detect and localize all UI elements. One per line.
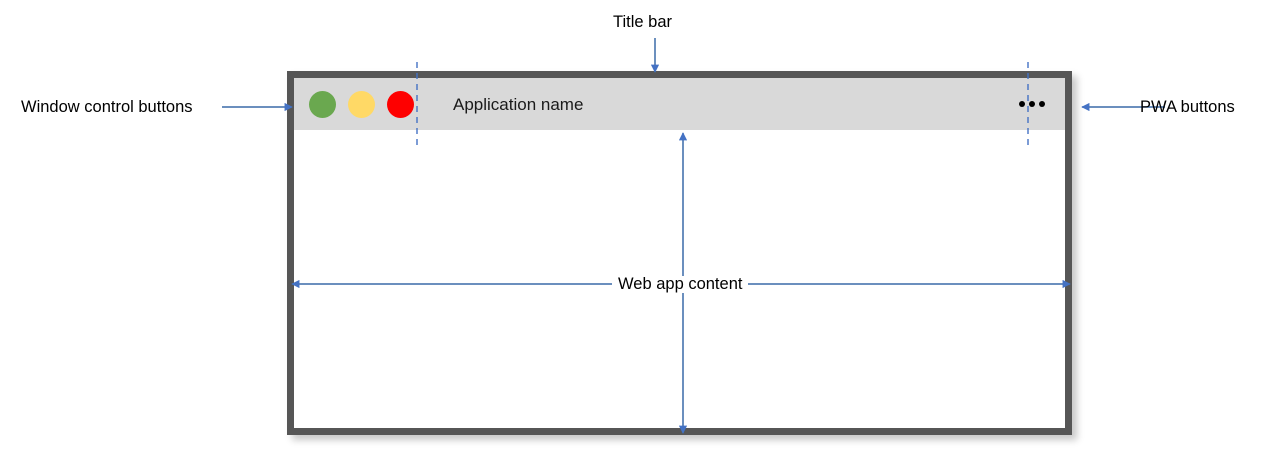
title-bar: Application name bbox=[294, 78, 1065, 130]
annotation-label-web-app-content: Web app content bbox=[612, 276, 749, 293]
three-dots-horizontal-icon-dot-2 bbox=[1029, 101, 1035, 107]
three-dots-horizontal-icon-dot-1 bbox=[1019, 101, 1025, 107]
three-dots-horizontal-icon-dot-3 bbox=[1039, 101, 1045, 107]
pwa-buttons-menu[interactable] bbox=[1019, 101, 1045, 107]
annotation-label-pwa-buttons: PWA buttons bbox=[1140, 98, 1235, 116]
maximize-button-circle[interactable] bbox=[348, 90, 375, 118]
application-window: Application name bbox=[287, 71, 1072, 435]
minimize-button-circle[interactable] bbox=[309, 90, 336, 118]
close-button-circle[interactable] bbox=[387, 90, 414, 118]
application-name-label: Application name bbox=[453, 94, 584, 114]
annotation-label-title-bar: Title bar bbox=[613, 13, 672, 31]
annotation-label-window-control-buttons: Window control buttons bbox=[21, 98, 193, 116]
window-control-buttons-group bbox=[309, 90, 414, 118]
